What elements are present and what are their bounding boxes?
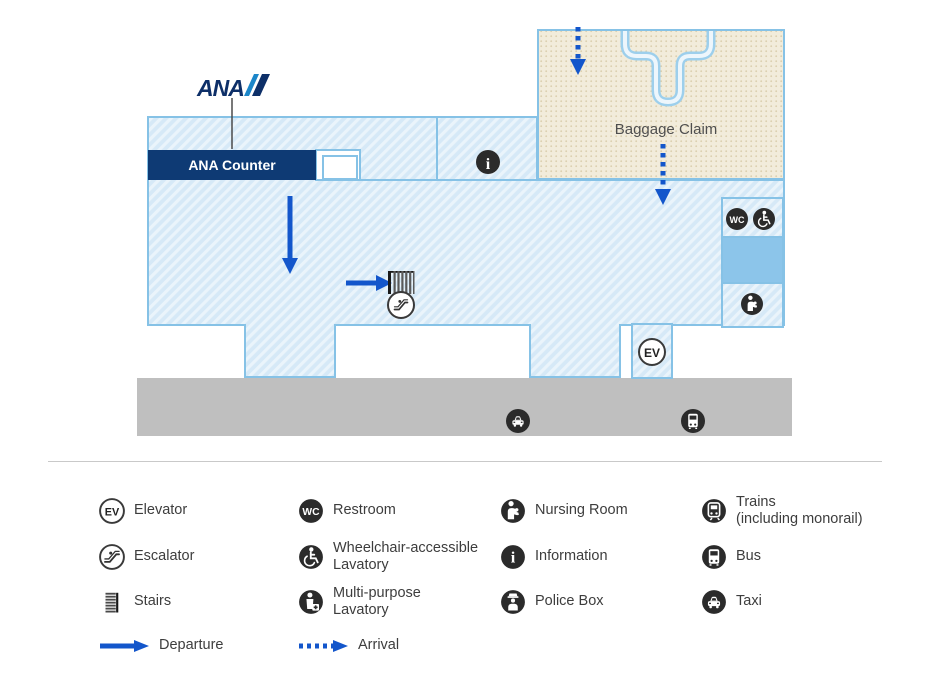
legend-item-stairs: Stairs — [99, 589, 171, 615]
stairs-icon — [105, 592, 119, 613]
legend-item-elevator: EV Elevator — [99, 498, 187, 524]
facilities-block — [721, 236, 784, 284]
wheelchair-lavatory-icon — [299, 545, 323, 570]
ana-counter-label: ANA Counter — [188, 157, 276, 173]
escalator-icon — [99, 544, 125, 570]
legend-item-wheelchair-lavatory: Wheelchair-accessible Lavatory — [298, 540, 478, 574]
legend-item-bus: Bus — [701, 544, 761, 570]
svg-text:WC: WC — [302, 507, 320, 518]
legend-item-nursing-room: Nursing Room — [500, 498, 628, 524]
legend-item-multi-purpose-lavatory: Multi-purpose Lavatory — [298, 585, 421, 619]
counter-box — [322, 155, 358, 180]
taxi-icon — [506, 409, 530, 433]
taxi-icon — [702, 590, 726, 614]
nursing-room-icon — [741, 293, 763, 315]
legend-item-taxi: Taxi — [701, 589, 762, 615]
departure-arrow-vertical — [282, 196, 298, 274]
ana-logo: ANA — [196, 74, 270, 101]
escalator-icon — [387, 291, 415, 319]
svg-text:i: i — [486, 156, 491, 173]
legend-item-restroom: WC Restroom — [298, 498, 396, 524]
ana-logo-text: ANA — [196, 75, 244, 101]
svg-text:WC: WC — [730, 215, 745, 225]
arrival-arrow-icon — [299, 639, 348, 652]
svg-text:i: i — [511, 548, 516, 566]
elevator-icon: EV — [99, 498, 125, 524]
terminal-floor-map: ANA Counter ANA Baggage Claim — [137, 27, 792, 436]
legend-item-trains: Trains (including monorail) — [701, 494, 863, 528]
arrival-arrow-top — [570, 27, 586, 75]
elevator-icon: EV — [638, 338, 666, 366]
legend-item-police-box: Police Box — [500, 589, 604, 615]
baggage-claim-label: Baggage Claim — [615, 121, 718, 138]
information-icon: i — [476, 150, 500, 174]
legend-divider — [48, 461, 882, 462]
departure-arrow-icon — [100, 639, 149, 652]
police-box-icon — [501, 590, 525, 614]
arrival-arrow-bottom — [655, 144, 671, 205]
legend-item-departure: Departure — [98, 637, 223, 654]
baggage-carousel-icon — [620, 31, 716, 107]
nursing-room-icon — [501, 499, 525, 523]
restroom-icon: WC — [726, 208, 748, 230]
multi-purpose-lavatory-icon — [299, 590, 323, 615]
legend-item-arrival: Arrival — [297, 637, 399, 654]
stairs-icon — [388, 271, 415, 294]
bus-icon — [702, 545, 726, 569]
legend-item-escalator: Escalator — [99, 544, 194, 570]
information-icon: i — [501, 545, 525, 569]
ana-counter-block — [148, 150, 316, 180]
legend-item-information: i Information — [500, 544, 608, 570]
svg-text:EV: EV — [644, 346, 660, 360]
departure-arrow-horizontal — [346, 275, 392, 291]
trains-icon — [702, 499, 726, 524]
svg-text:EV: EV — [105, 506, 120, 518]
wheelchair-lavatory-icon — [753, 208, 775, 230]
ana-logo-slash-light — [244, 74, 259, 96]
bus-icon — [681, 409, 705, 433]
ana-logo-slash-dark — [252, 74, 270, 96]
restroom-icon: WC — [299, 499, 323, 523]
